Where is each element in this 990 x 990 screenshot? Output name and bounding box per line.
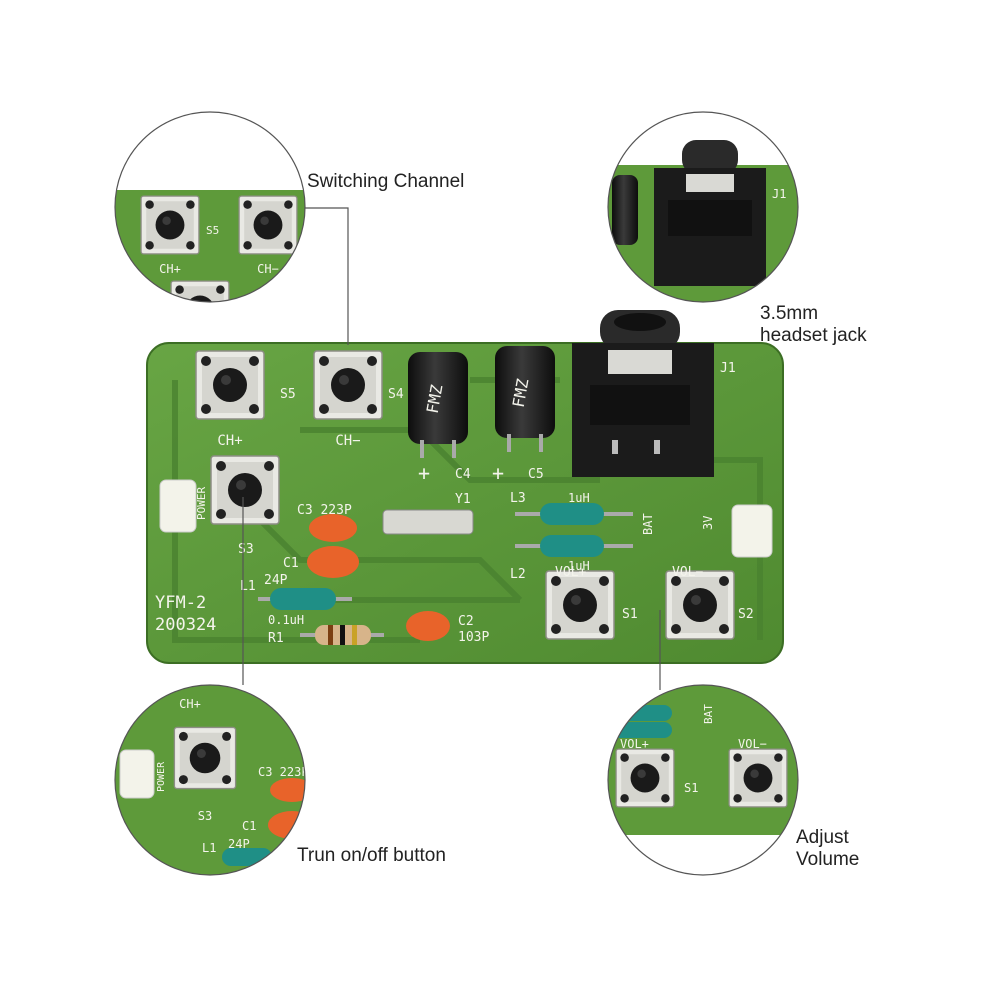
- power-switch[interactable]: [210, 455, 280, 525]
- vol-plus-switch[interactable]: [545, 570, 615, 640]
- label-r1: R1: [268, 631, 284, 646]
- label-c4-plus: +: [418, 461, 430, 485]
- battery-holder-left: [159, 479, 197, 533]
- board-date-code: 200324: [155, 615, 216, 635]
- resistor-r1: [300, 625, 384, 645]
- ceramic-cap-c3: [309, 514, 357, 542]
- zoom-label-ch-plus-bottom: CH+: [179, 697, 201, 711]
- zoom-label-c1: C1: [242, 819, 256, 833]
- inductor-l3: [515, 503, 633, 525]
- label-3v: 3V: [701, 516, 715, 530]
- ch-plus-switch[interactable]: [195, 350, 265, 420]
- caption-headset-jack-line2: headset jack: [760, 325, 867, 346]
- caption-adjust-volume-line1: Adjust: [796, 827, 849, 848]
- zoom-channel-switches: CH+ CH− S5: [114, 111, 306, 303]
- inductor-l1: [258, 588, 352, 610]
- caption-adjust-volume-line2: Volume: [796, 849, 860, 870]
- zoom-headset-jack: J1: [607, 111, 799, 303]
- capacitor-print: FMZ: [509, 377, 533, 409]
- label-l1-value: 0.1uH: [268, 613, 304, 627]
- callout-lines: [242, 207, 661, 690]
- board-model: YFM-2: [155, 593, 206, 613]
- label-l1: L1: [240, 579, 256, 594]
- label-s2: S2: [738, 607, 754, 622]
- label-c1-value: 24P: [264, 573, 288, 588]
- label-c2: C2: [458, 614, 474, 629]
- label-ch-plus: CH+: [217, 433, 242, 449]
- label-l3-value: 1uH: [568, 491, 590, 505]
- zoom-label-c1-value: 24P: [228, 837, 250, 851]
- zoom-label-bat: BAT: [702, 704, 715, 724]
- zoom-label-vol-minus: VOL−: [738, 737, 767, 751]
- zoom-label-l1: L1: [202, 841, 216, 855]
- label-y1: Y1: [455, 492, 471, 507]
- zoom-label-s1: S1: [684, 781, 698, 795]
- zoom-label-s5: S5: [206, 224, 219, 237]
- label-s1: S1: [622, 607, 638, 622]
- label-vol-plus: VOL+: [555, 565, 586, 580]
- zoom-label-vol-plus: VOL+: [620, 737, 649, 751]
- inductor-l2: [515, 535, 633, 557]
- capacitor-c5: FMZ: [495, 346, 555, 452]
- label-vol-minus: VOL−: [672, 565, 703, 580]
- capacitor-print: FMZ: [423, 383, 447, 415]
- zoom-label-j1: J1: [772, 187, 786, 201]
- headphone-jack: [572, 310, 714, 477]
- caption-power-button: Trun on/off button: [297, 845, 446, 866]
- battery-holder-right: [731, 504, 773, 558]
- zoom-label-ch-plus: CH+: [159, 262, 181, 276]
- capacitor-c4: FMZ: [408, 352, 468, 458]
- label-s4: S4: [388, 387, 404, 402]
- label-c5-plus: +: [492, 461, 504, 485]
- zoom-label-c3: C3 223P: [258, 765, 309, 779]
- zoom-power-switch: CH+ S3 C3 223P C1 24P L1 POWER: [114, 684, 309, 876]
- ceramic-cap-c2: [406, 611, 450, 641]
- crystal-y1: [382, 509, 474, 535]
- label-c1: C1: [283, 556, 299, 571]
- label-j1: J1: [720, 361, 736, 376]
- label-s3: S3: [238, 542, 254, 557]
- label-power: POWER: [195, 487, 208, 520]
- label-c2-value: 103P: [458, 630, 489, 645]
- zoom-label-ch-minus: CH−: [257, 262, 279, 276]
- ch-minus-switch[interactable]: [313, 350, 383, 420]
- label-l3: L3: [510, 491, 526, 506]
- zoom-volume-switches: VOL+ VOL− S1 BAT: [607, 684, 799, 876]
- vol-minus-switch[interactable]: [665, 570, 735, 640]
- label-l2-value: 1uH: [568, 559, 590, 573]
- label-l2: L2: [510, 567, 526, 582]
- label-c5: C5: [528, 467, 544, 482]
- zoom-label-power: POWER: [156, 761, 167, 792]
- label-bat: BAT: [641, 513, 655, 535]
- label-s5: S5: [280, 387, 296, 402]
- label-c3: C3 223P: [297, 503, 352, 518]
- label-ch-minus: CH−: [335, 433, 360, 449]
- ceramic-cap-c1: [307, 546, 359, 578]
- label-c4: C4: [455, 467, 471, 482]
- caption-switching-channel: Switching Channel: [307, 171, 465, 192]
- caption-headset-jack-line1: 3.5mm: [760, 303, 819, 324]
- zoom-label-s3: S3: [198, 809, 212, 823]
- pcb-board: FMZ FMZ: [146, 310, 784, 664]
